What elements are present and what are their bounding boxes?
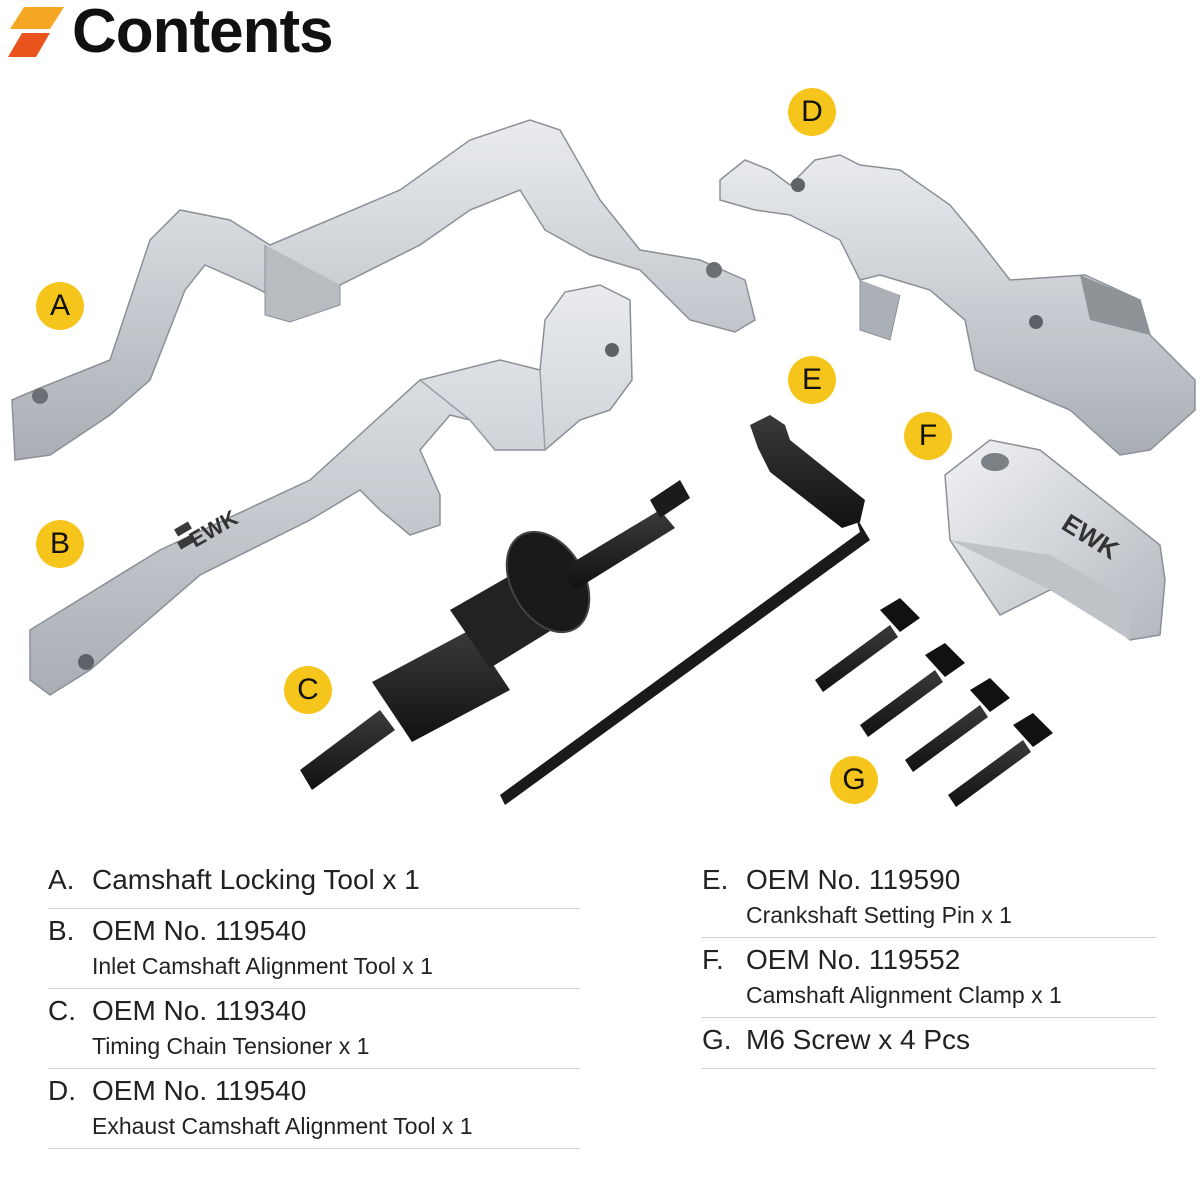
item-subtitle: Inlet Camshaft Alignment Tool x 1 bbox=[92, 953, 433, 979]
badge-d: D bbox=[788, 88, 836, 136]
badge-e: E bbox=[788, 356, 836, 404]
screw-3 bbox=[905, 678, 1010, 772]
list-item: B. OEM No. 119540 Inlet Camshaft Alignme… bbox=[48, 909, 580, 989]
item-title: OEM No. 119540 bbox=[92, 1075, 307, 1106]
list-item: G. M6 Screw x 4 Pcs bbox=[702, 1018, 1156, 1069]
item-subtitle: Camshaft Alignment Clamp x 1 bbox=[746, 982, 1062, 1008]
screw-4 bbox=[948, 713, 1053, 807]
exhaust-camshaft-alignment-tool-image bbox=[719, 154, 1196, 456]
inlet-camshaft-alignment-tool-image: EWK bbox=[29, 284, 633, 696]
item-letter: E. bbox=[702, 864, 729, 895]
screw-2 bbox=[860, 643, 965, 737]
badge-f: F bbox=[904, 412, 952, 460]
screw-1 bbox=[815, 598, 920, 692]
contents-list-left: A. Camshaft Locking Tool x 1 B. OEM No. … bbox=[48, 858, 580, 1149]
item-letter: G. bbox=[702, 1024, 732, 1055]
list-item: E. OEM No. 119590 Crankshaft Setting Pin… bbox=[702, 858, 1156, 938]
item-subtitle: Timing Chain Tensioner x 1 bbox=[92, 1033, 370, 1059]
item-subtitle: Crankshaft Setting Pin x 1 bbox=[746, 902, 1012, 928]
item-letter: C. bbox=[48, 995, 76, 1026]
item-title: OEM No. 119540 bbox=[92, 915, 307, 946]
list-item: D. OEM No. 119540 Exhaust Camshaft Align… bbox=[48, 1069, 580, 1149]
camshaft-alignment-clamp-image: EWK bbox=[944, 439, 1166, 641]
item-title: M6 Screw x 4 Pcs bbox=[746, 1024, 971, 1055]
item-title: Camshaft Locking Tool x 1 bbox=[92, 864, 420, 895]
list-item: C. OEM No. 119340 Timing Chain Tensioner… bbox=[48, 989, 580, 1069]
header: Contents bbox=[6, 0, 334, 66]
contents-list-right: E. OEM No. 119590 Crankshaft Setting Pin… bbox=[702, 858, 1156, 1069]
badge-g: G bbox=[830, 756, 878, 804]
item-letter: B. bbox=[48, 915, 75, 946]
item-subtitle: Exhaust Camshaft Alignment Tool x 1 bbox=[92, 1113, 473, 1139]
crankshaft-setting-pin-image bbox=[500, 415, 870, 805]
list-item: A. Camshaft Locking Tool x 1 bbox=[48, 858, 580, 909]
list-item: F. OEM No. 119552 Camshaft Alignment Cla… bbox=[702, 938, 1156, 1018]
item-letter: D. bbox=[48, 1075, 76, 1106]
badge-c: C bbox=[284, 666, 332, 714]
item-letter: F. bbox=[702, 944, 724, 975]
item-title: OEM No. 119552 bbox=[746, 944, 961, 975]
item-title: OEM No. 119590 bbox=[746, 864, 961, 895]
badge-a: A bbox=[36, 282, 84, 330]
product-illustration: EWK EWK bbox=[11, 119, 1196, 807]
item-title: OEM No. 119340 bbox=[92, 995, 307, 1026]
m6-screws-image bbox=[815, 598, 1053, 807]
camshaft-locking-tool-image bbox=[11, 119, 756, 461]
page-title: Contents bbox=[72, 0, 334, 66]
timing-chain-tensioner-image bbox=[300, 480, 690, 790]
orange-slash-logo-icon bbox=[8, 7, 64, 57]
badge-b: B bbox=[36, 520, 84, 568]
item-letter: A. bbox=[48, 864, 75, 895]
